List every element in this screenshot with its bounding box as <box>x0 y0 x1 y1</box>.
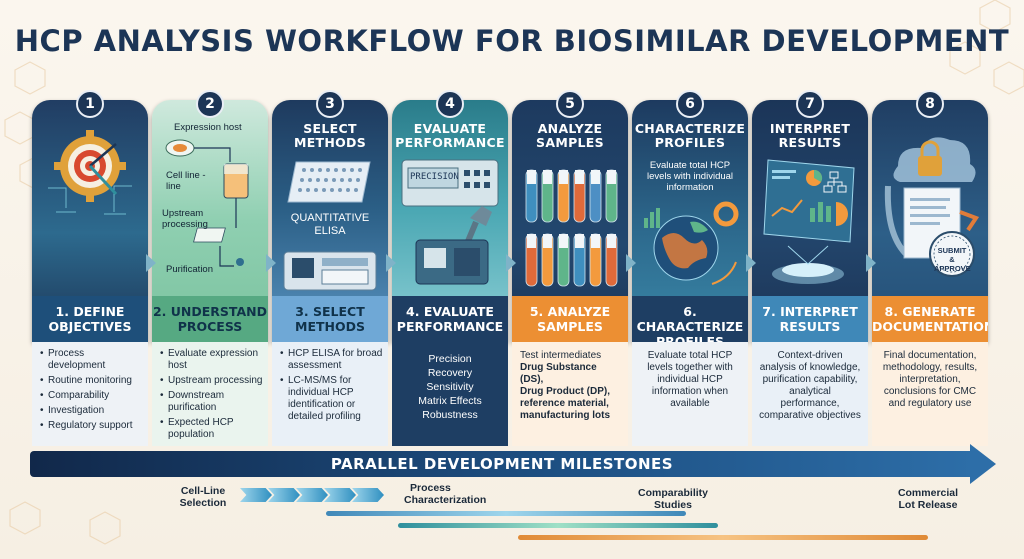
milestone-arrow-tip <box>970 444 996 484</box>
step-6-panel: CHARACTERIZE PROFILES Evaluate total HCP… <box>632 100 748 342</box>
cell-line-label: Cell line - line <box>166 170 206 192</box>
step-2-label: 2. UNDERSTAND PROCESS <box>152 296 268 342</box>
connector-arrow-3 <box>386 254 396 272</box>
expression-host-label: Expression host <box>174 122 242 133</box>
connector-arrow-5 <box>626 254 636 272</box>
step-8-number: 8 <box>916 90 944 118</box>
step-3-description: HCP ELISA for broad assessment LC-MS/MS … <box>272 342 388 446</box>
step-8-label: 8. GENERATE DOCUMENTATION <box>872 296 988 342</box>
instrument-icon <box>401 159 499 285</box>
step-7-panel: INTERPRET RESULTS 7. INTERPRET RESULTS <box>752 100 868 342</box>
plate-reader-icon <box>283 251 377 291</box>
milestone-commercial-lot-release: Commercial Lot Release <box>897 487 959 511</box>
step-5-title: ANALYZE SAMPLES <box>536 121 604 150</box>
step-4-panel: EVALUATE PERFORMANCE PRECISION 4. EVALUA… <box>392 100 508 342</box>
page-title: HCP ANALYSIS WORKFLOW FOR BIOSIMILAR DEV… <box>14 24 1010 58</box>
connector-arrow-2 <box>266 254 276 272</box>
step-8-panel: SUBMIT & APPROVE 8. GENERATE DOCUMENTATI… <box>872 100 988 342</box>
milestone-comparability-studies: Comparability Studies <box>637 487 708 511</box>
step-4-description: Precision Recovery Sensitivity Matrix Ef… <box>392 342 508 446</box>
step-7-number: 7 <box>796 90 824 118</box>
secure-document-icon <box>884 137 980 277</box>
step-1-label: 1. DEFINE OBJECTIVES <box>32 296 148 342</box>
precision-screen: PRECISION <box>410 172 459 182</box>
step-4-number: 4 <box>436 90 464 118</box>
step-4-label: 4. EVALUATE PERFORMANCE <box>392 296 508 342</box>
step-3-label: 3. SELECT METHODS <box>272 296 388 342</box>
step-3-number: 3 <box>316 90 344 118</box>
target-gear-icon <box>48 130 132 215</box>
step-3-title: SELECT METHODS <box>293 121 367 150</box>
quantitative-elisa-label: QUANTITATIVE ELISA <box>290 212 370 237</box>
step-6-title: CHARACTERIZE PROFILES <box>634 121 746 150</box>
milestone-chevron-2 <box>268 488 300 502</box>
milestone-banner-text: PARALLEL DEVELOPMENT MILESTONES <box>330 455 674 473</box>
step-2-description: Evaluate expression host Upstream proces… <box>152 342 268 446</box>
milestone-cell-line-selection: Cell-Line Selection <box>179 485 227 509</box>
step-5-panel: ANALYZE SAMPLES 5. ANALYZE SAMPLES <box>512 100 628 342</box>
step-3-panel: SELECT METHODS QUANTITATIVE ELISA 3. SEL… <box>272 100 388 342</box>
step-6-number: 6 <box>676 90 704 118</box>
step-1-panel: 1. DEFINE OBJECTIVES <box>32 100 148 342</box>
connector-arrow-7 <box>866 254 876 272</box>
globe-icon <box>644 201 739 285</box>
milestone-process-characterization: Process Characterization <box>404 482 487 506</box>
step-5-description: Test intermediates Drug Substance (DS), … <box>512 342 628 446</box>
submit-approve-stamp: SUBMIT & APPROVE <box>934 246 971 273</box>
connector-arrow-4 <box>506 254 516 272</box>
step-7-description: Context-driven analysis of knowledge, pu… <box>752 342 868 446</box>
step-5-label: 5. ANALYZE SAMPLES <box>512 296 628 342</box>
step-2-number: 2 <box>196 90 224 118</box>
microplate-icon <box>287 161 371 203</box>
step-1-number: 1 <box>76 90 104 118</box>
connector-arrow-6 <box>746 254 756 272</box>
step-6-label: 6. CHARACTERIZE PROFILES <box>632 296 748 342</box>
step-7-label: 7. INTERPRET RESULTS <box>752 296 868 342</box>
milestone-chevron-5 <box>352 488 384 502</box>
hexagon-decoration-right <box>949 0 1024 95</box>
milestone-track-comparability <box>398 523 718 528</box>
sample-tubes-icon <box>525 169 618 287</box>
milestone-banner <box>30 451 974 477</box>
dashboard-icon <box>763 159 855 284</box>
purification-label: Purification <box>166 264 213 275</box>
step-6-inner-text: Evaluate total HCP levels with individua… <box>646 160 734 193</box>
hexagon-decoration-bottom-left <box>9 501 121 545</box>
step-4-title: EVALUATE PERFORMANCE <box>395 121 505 150</box>
step-8-description: Final documentation, methodology, result… <box>872 342 988 446</box>
step-7-title: INTERPRET RESULTS <box>769 121 851 150</box>
milestone-chevron-1 <box>240 488 272 502</box>
step-6-description: Evaluate total HCP levels together with … <box>632 342 748 446</box>
step-5-number: 5 <box>556 90 584 118</box>
connector-arrow-1 <box>146 254 156 272</box>
milestone-chevron-4 <box>324 488 356 502</box>
milestone-track-commercial <box>518 535 928 540</box>
bioreactor-icon <box>165 139 249 267</box>
upstream-processing-label: Upstream processing <box>162 208 208 230</box>
step-2-panel: Expression host Cell line - line Upstrea… <box>152 100 268 342</box>
milestone-chevron-3 <box>296 488 328 502</box>
step-1-description: Process development Routine monitoring C… <box>32 342 148 446</box>
milestone-track-process <box>326 511 686 516</box>
